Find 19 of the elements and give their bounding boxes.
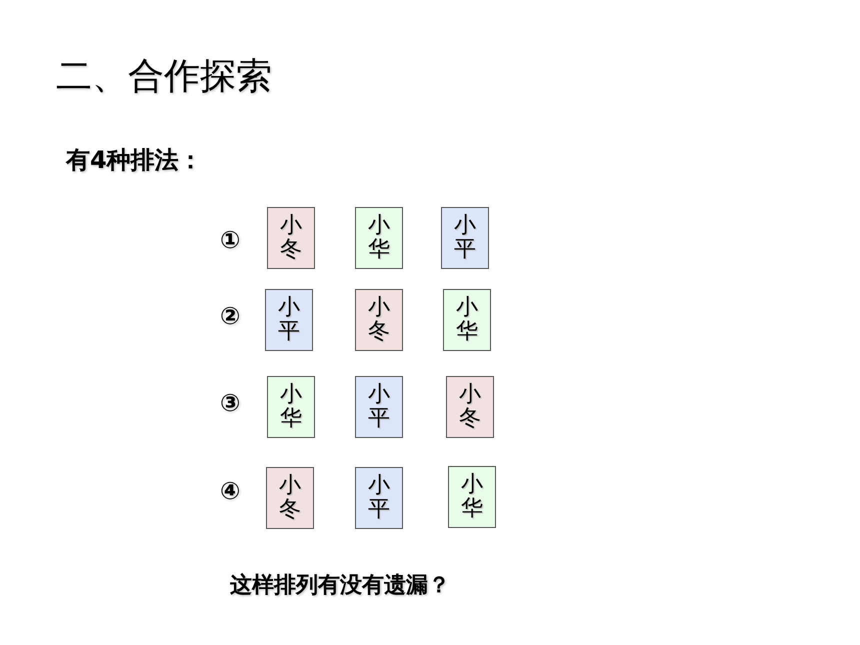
name-card: 小华 — [267, 376, 315, 438]
name-card: 小平 — [355, 376, 403, 438]
subtitle: 有4种排法： — [66, 145, 203, 176]
name-card: 小华 — [443, 289, 491, 351]
row-number: ① — [220, 226, 240, 254]
name-card: 小冬 — [267, 207, 315, 269]
name-card: 小华 — [355, 207, 403, 269]
name-card: 小平 — [441, 207, 489, 269]
row-number: ④ — [220, 477, 240, 505]
name-card: 小冬 — [355, 289, 403, 351]
name-card: 小华 — [448, 466, 496, 528]
row-number: ③ — [220, 389, 240, 417]
name-card: 小冬 — [266, 467, 314, 529]
row-number: ② — [220, 302, 240, 330]
slide-title: 二、合作探索 — [56, 55, 272, 99]
name-card: 小平 — [265, 289, 313, 351]
question-text: 这样排列有没有遗漏？ — [230, 572, 450, 600]
name-card: 小平 — [355, 467, 403, 529]
name-card: 小冬 — [446, 376, 494, 438]
